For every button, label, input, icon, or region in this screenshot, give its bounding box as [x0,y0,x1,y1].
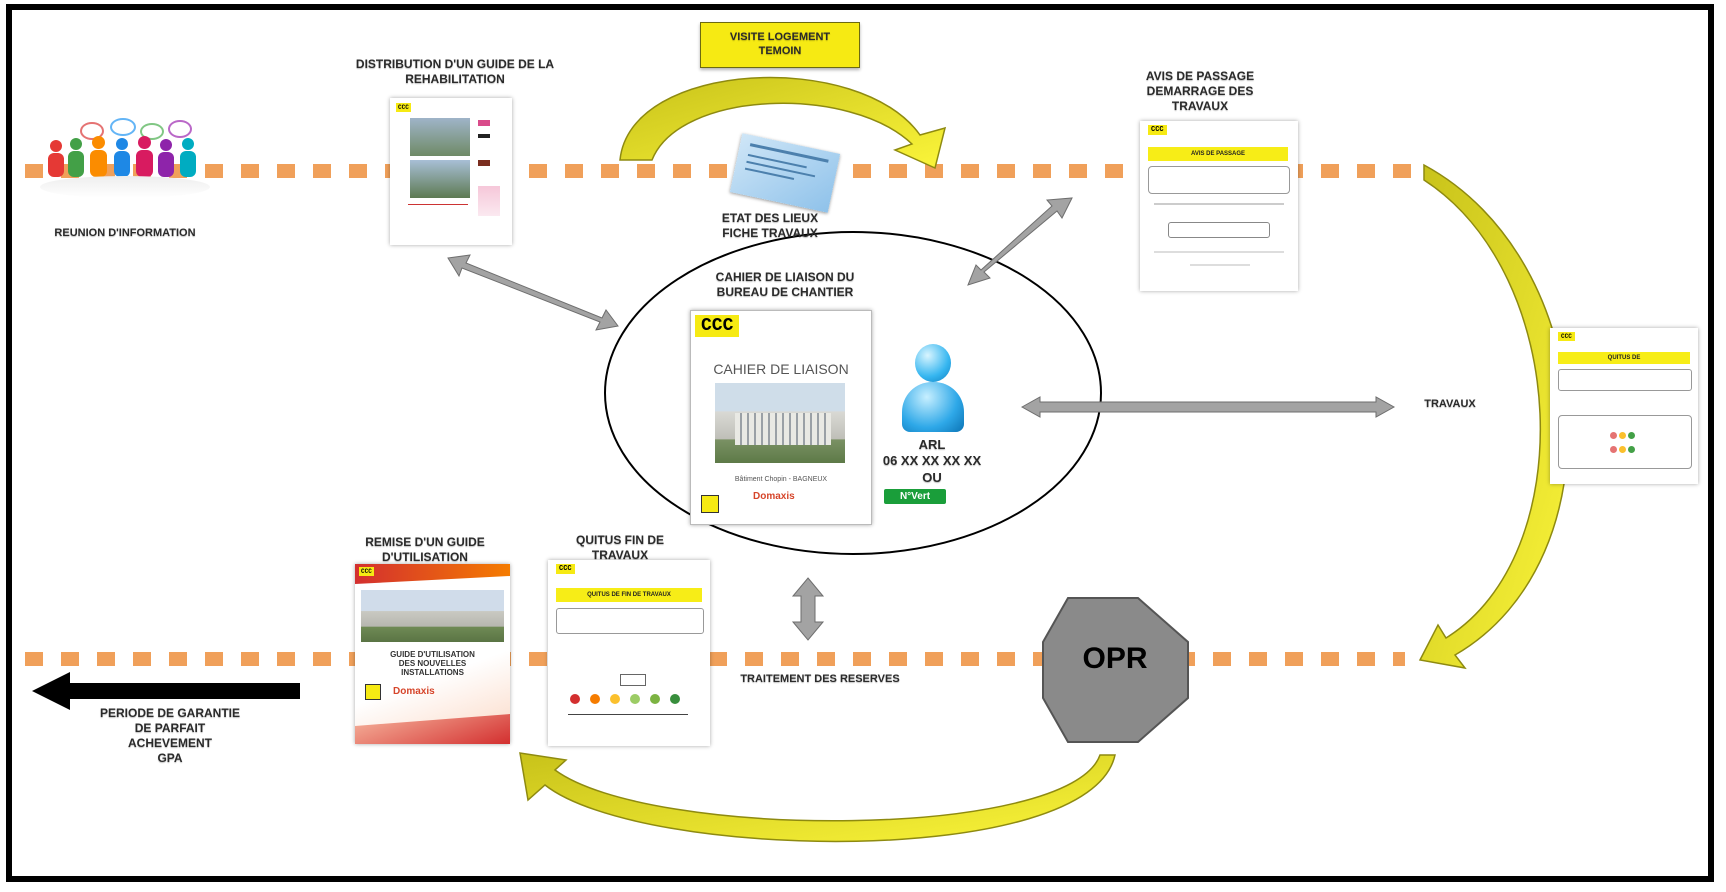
numero-vert-badge: N°Vert [884,489,946,504]
guide-util-brand: Domaxis [393,686,435,697]
guide-rehab-logo: CCC [396,103,411,112]
distribution-label: DISTRIBUTION D'UN GUIDE DE LA REHABILITA… [355,57,555,86]
quitus-fin-doc: CCC QUITUS DE FIN DE TRAVAUX [548,560,710,746]
opr-octagon [1042,597,1189,743]
avis-logo: CCC [1148,125,1167,135]
numero-vert-label: N°Vert [899,491,931,502]
cahier-title-label: CAHIER DE LIAISON DU BUREAU DE CHANTIER [715,270,855,299]
avis-header: AVIS DE PASSAGE [1148,147,1288,161]
opr-label: OPR [1082,642,1148,675]
reunion-label: REUNION D'INFORMATION [54,227,196,239]
periode-gpa-label: PERIODE DE GARANTIE DE PARFAIT ACHEVEMEN… [99,706,240,765]
arrow-cahier-reserves [791,577,825,641]
cahier-building-photo [715,383,845,463]
gpa-black-arrow [32,672,300,710]
guide-util-photo [361,590,504,642]
arl-label: ARL 06 XX XX XX XX OU [882,437,982,485]
quitus-logo: CCC [556,564,575,574]
cahier-footer: Bâtiment Chopin - BAGNEUX [734,476,828,483]
arrow-guide-cahier [447,254,619,331]
cahier-logo: CCC [695,315,740,337]
etat-lieux-label: ETAT DES LIEUX FICHE TRAVAUX [721,211,819,240]
quitus-fin-label: QUITUS FIN DE TRAVAUX [575,533,664,562]
guide-util-title: GUIDE D'UTILISATION DES NOUVELLES INSTAL… [390,650,475,677]
cahier-header: CAHIER DE LIAISON [713,361,849,377]
guide-rehabilitation-doc: CCC [390,98,512,245]
quitus-right-doc: CCC QUITUS DE [1550,328,1698,484]
guide-util-logo: CCC [359,567,374,576]
bottom-arc-arrow [519,752,1116,843]
arrow-cahier-travaux [1020,396,1396,418]
visite-label-box: VISITE LOGEMENT TEMOIN [700,22,860,68]
visite-label: VISITE LOGEMENT TEMOIN [729,31,831,57]
diagram-frame [6,4,1714,882]
travaux-label: TRAVAUX [1424,398,1476,410]
avis-passage-label: AVIS DE PASSAGE DEMARRAGE DES TRAVAUX [1145,69,1255,113]
remise-guide-label: REMISE D'UN GUIDE D'UTILISATION [365,535,485,564]
guide-util-a-logo [365,684,381,700]
right-arc-arrow [1418,163,1569,670]
arl-person-icon [900,344,964,432]
quitus-right-header: QUITUS DE [1558,352,1690,364]
visite-arc-arrow [619,76,947,170]
cahier-a-logo [701,495,719,513]
cahier-brand: Domaxis [753,491,795,502]
guide-utilisation-doc: CCC GUIDE D'UTILISATION DES NOUVELLES IN… [355,564,510,744]
arrow-avis-cahier [967,197,1073,286]
quitus-header: QUITUS DE FIN DE TRAVAUX [556,588,702,602]
reunion-people-icon [40,118,210,203]
traitement-label: TRAITEMENT DES RESERVES [740,673,900,685]
cahier-liaison-doc: CCC CAHIER DE LIAISON Bâtiment Chopin - … [690,310,872,525]
avis-passage-doc: CCC AVIS DE PASSAGE [1140,121,1298,291]
quitus-right-logo: CCC [1558,332,1575,341]
